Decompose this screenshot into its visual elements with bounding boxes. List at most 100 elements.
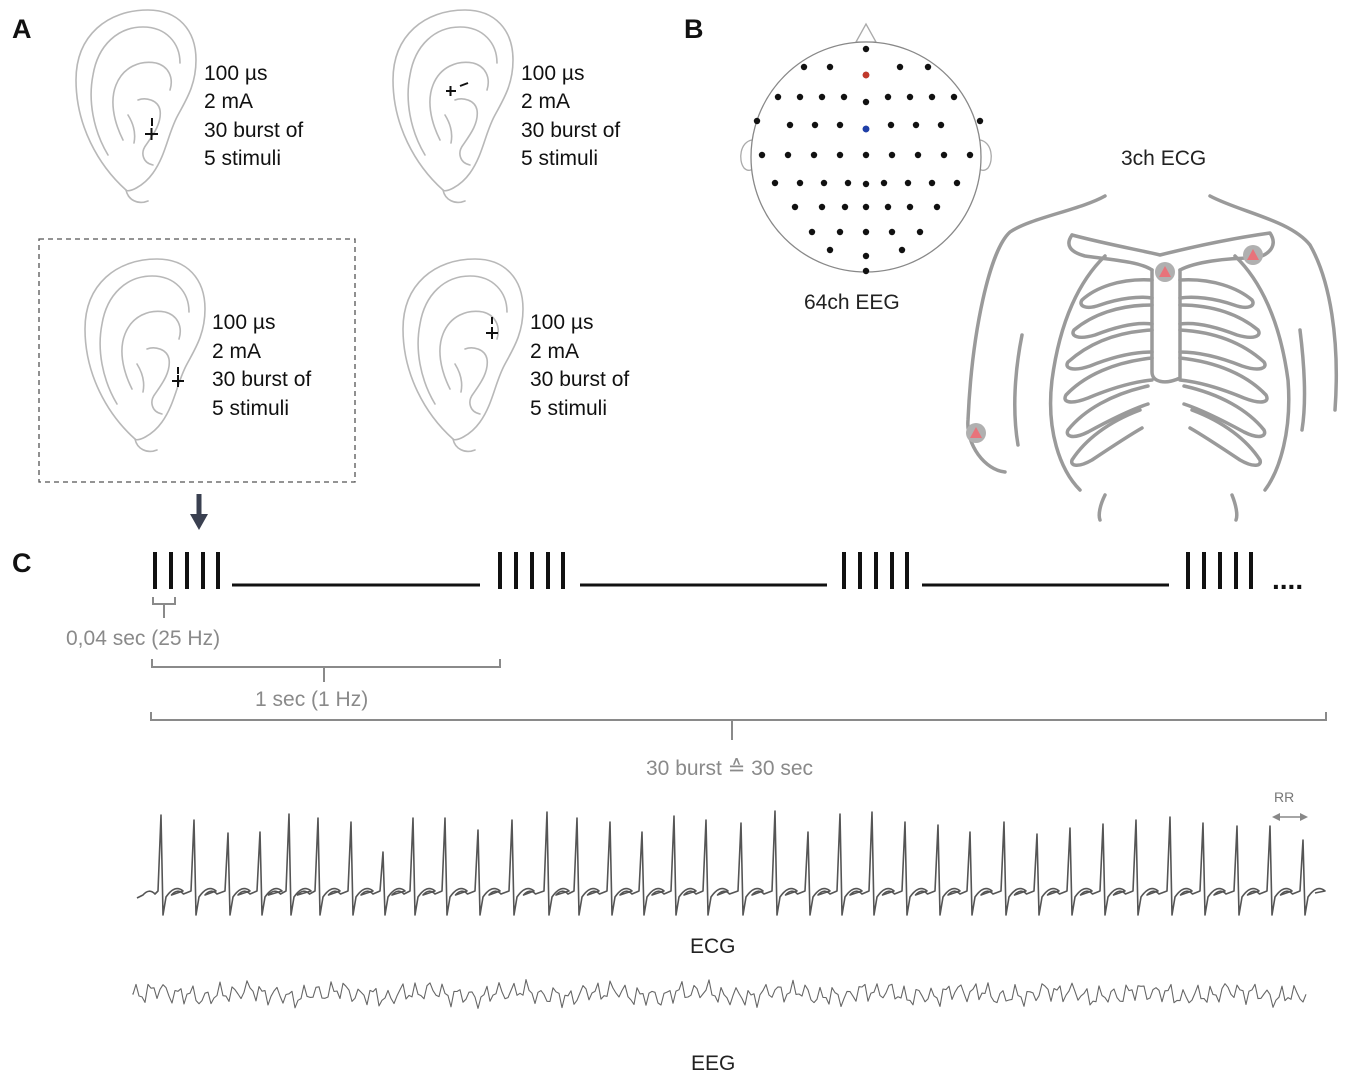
burst-1 [153, 552, 220, 589]
ear-1-line-2: 2 mA [204, 90, 253, 113]
eeg-electrode [753, 117, 761, 125]
ear-4: 100 µs 2 mA 30 burst of 5 stimuli [402, 258, 629, 453]
ear-4-line-3: 30 burst of [530, 368, 629, 391]
eeg-electrode [862, 180, 870, 188]
eeg-electrode-highlight-red [862, 71, 870, 79]
eeg-electrode [800, 63, 808, 71]
eeg-electrode [896, 63, 904, 71]
ear-3-line-2: 2 mA [212, 340, 261, 363]
total-duration-label: 30 burst ≙ 30 sec [646, 757, 813, 780]
eeg-electrode [841, 203, 849, 211]
ear-2-line-3: 30 burst of [521, 119, 620, 142]
burst-interval-label: 1 sec (1 Hz) [255, 688, 368, 711]
eeg-electrode [884, 93, 892, 101]
panel-label-b: B [684, 14, 704, 44]
eeg-electrode [862, 203, 870, 211]
ear-3-line-4: 5 stimuli [212, 397, 289, 420]
down-arrow-icon [190, 494, 208, 530]
eeg-electrode [818, 93, 826, 101]
eeg-electrode [862, 252, 870, 260]
eeg-head [740, 22, 992, 275]
eeg-electrode [836, 121, 844, 129]
electrode-marker [486, 317, 498, 339]
eeg-electrode [976, 117, 984, 125]
selected-ear-box [38, 238, 356, 483]
ear-3-line-1: 100 µs [212, 311, 275, 334]
ear-2-line-2: 2 mA [521, 90, 570, 113]
eeg-trace [132, 979, 1307, 1009]
panel-label-c: C [12, 548, 32, 578]
eeg-label: EEG [691, 1052, 735, 1075]
eeg-electrode [940, 151, 948, 159]
eeg-electrode [888, 228, 896, 236]
ear-2-line-1: 100 µs [521, 62, 584, 85]
panel-label-a: A [12, 14, 32, 44]
ear-1-line-1: 100 µs [204, 62, 267, 85]
eeg-electrode [791, 203, 799, 211]
ear-4-line-4: 5 stimuli [530, 397, 607, 420]
ear-4-line-2: 2 mA [530, 340, 579, 363]
eeg-electrode [840, 93, 848, 101]
eeg-electrode [880, 179, 888, 187]
rr-double-arrow-icon [1272, 813, 1308, 821]
eeg-electrode [862, 98, 870, 106]
eeg-electrode [862, 45, 870, 53]
eeg-electrode [774, 93, 782, 101]
eeg-electrode [904, 179, 912, 187]
ear-4-line-1: 100 µs [530, 311, 593, 334]
ear-1-line-4: 5 stimuli [204, 147, 281, 170]
eeg-electrode [924, 63, 932, 71]
eeg-electrode [862, 267, 870, 275]
electrode-marker [172, 367, 184, 387]
eeg-electrode [928, 93, 936, 101]
eeg-electrode [914, 151, 922, 159]
eeg-electrode [862, 228, 870, 236]
eeg-electrode [933, 203, 941, 211]
eeg-electrode [826, 246, 834, 254]
ear-3: 100 µs 2 mA 30 burst of 5 stimuli [84, 258, 311, 453]
eeg-electrode [912, 121, 920, 129]
eeg-electrode [836, 151, 844, 159]
eeg-cap-label: 64ch EEG [804, 291, 900, 314]
continuation-ellipsis: .... [1272, 564, 1303, 595]
eeg-electrode [862, 151, 870, 159]
eeg-electrode [796, 179, 804, 187]
ecg-trace [136, 810, 1326, 916]
eeg-electrode [953, 179, 961, 187]
burst-interval-brace [151, 659, 501, 682]
eeg-electrode [884, 203, 892, 211]
eeg-electrode-highlight-blue [862, 125, 870, 133]
burst-3 [842, 552, 909, 589]
ecg-setup-label: 3ch ECG [1121, 147, 1206, 170]
rr-label: RR [1274, 789, 1294, 805]
ecg-electrode-2 [1243, 245, 1263, 265]
total-duration-brace [150, 712, 1327, 740]
eeg-electrode [820, 179, 828, 187]
eeg-electrode [966, 151, 974, 159]
pulse-interval-brace [152, 597, 176, 618]
eeg-electrode [808, 228, 816, 236]
burst-4 [1186, 552, 1253, 589]
eeg-electrode [887, 121, 895, 129]
eeg-electrode [844, 179, 852, 187]
pulse-interval-label: 0,04 sec (25 Hz) [66, 627, 220, 650]
eeg-electrode [786, 121, 794, 129]
ear-2: 100 µs 2 mA 30 burst of 5 stimuli [392, 9, 620, 204]
eeg-electrode [950, 93, 958, 101]
electrode-marker [446, 82, 469, 96]
ear-1-line-3: 30 burst of [204, 119, 303, 142]
eeg-electrode [928, 179, 936, 187]
eeg-electrode [906, 93, 914, 101]
eeg-electrode [826, 63, 834, 71]
eeg-electrode [916, 228, 924, 236]
ecg-label: ECG [690, 935, 736, 958]
electrode-marker [145, 118, 158, 140]
eeg-electrode [898, 246, 906, 254]
burst-2 [498, 552, 565, 589]
eeg-electrode [758, 151, 766, 159]
eeg-electrode [818, 203, 826, 211]
eeg-electrode [836, 228, 844, 236]
eeg-electrode [784, 151, 792, 159]
eeg-electrode [771, 179, 779, 187]
eeg-electrode [906, 203, 914, 211]
